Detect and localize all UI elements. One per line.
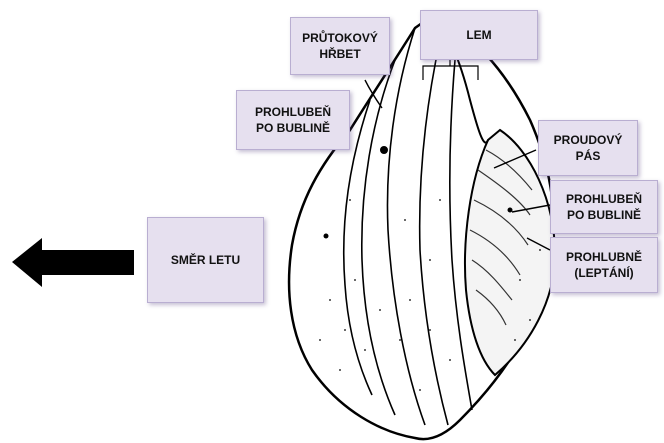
label-flow-band-line2: PÁS: [554, 148, 623, 164]
label-rim-line1: LEM: [466, 27, 491, 43]
label-bubble-pit-left: PROHLUBEŇ PO BUBLINĚ: [236, 90, 350, 150]
label-flow-ridge-line2: HŘBET: [302, 46, 378, 62]
left-arrow-icon: [12, 238, 134, 287]
label-bubble-pit-left-line2: PO BUBLINĚ: [255, 120, 331, 136]
bubble-pit-dot-right: [508, 208, 513, 213]
label-etch-pits: PROHLUBNĚ (LEPTÁNÍ): [550, 237, 658, 293]
bubble-pit-dot-small: [324, 234, 329, 239]
label-bubble-pit-left-line1: PROHLUBEŇ: [255, 104, 331, 120]
label-etch-pits-line1: PROHLUBNĚ: [566, 249, 642, 265]
label-flow-ridge-line1: PRŮTOKOVÝ: [302, 30, 378, 46]
label-etch-pits-line2: (LEPTÁNÍ): [566, 265, 642, 281]
label-bubble-pit-right-line1: PROHLUBEŇ: [566, 191, 642, 207]
label-bubble-pit-right-line2: PO BUBLINĚ: [566, 207, 642, 223]
label-flow-band: PROUDOVÝ PÁS: [538, 120, 638, 176]
label-bubble-pit-right: PROHLUBEŇ PO BUBLINĚ: [550, 180, 658, 234]
bubble-pit-dot-left: [380, 146, 388, 154]
label-flow-band-line1: PROUDOVÝ: [554, 132, 623, 148]
label-flight-direction: SMĚR LETU: [147, 217, 264, 303]
label-flight-direction-line1: SMĚR LETU: [171, 252, 240, 268]
label-flow-ridge: PRŮTOKOVÝ HŘBET: [290, 17, 390, 75]
label-rim: LEM: [420, 10, 538, 60]
